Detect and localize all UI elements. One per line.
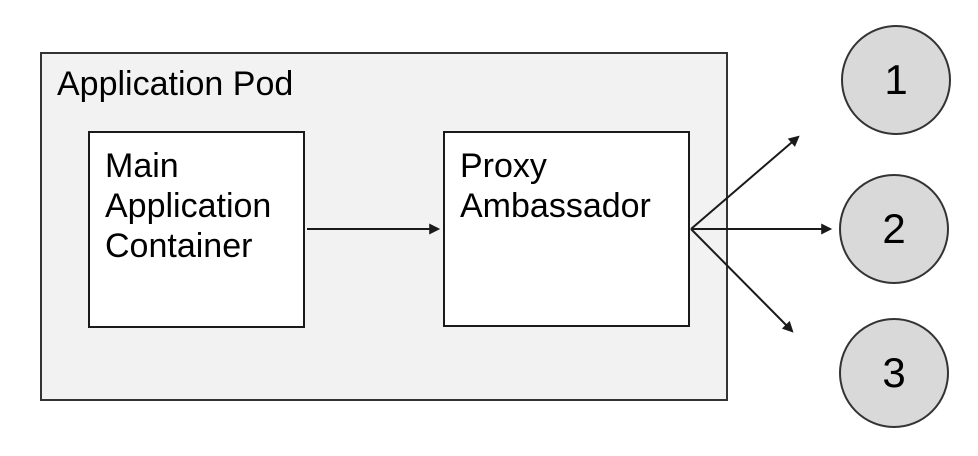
endpoint-circle-1: 1 xyxy=(841,25,951,135)
endpoint-3-label: 3 xyxy=(882,349,906,396)
endpoint-2-label: 2 xyxy=(882,205,906,252)
endpoint-1-label: 1 xyxy=(884,56,908,103)
proxy-ambassador-label: Proxy Ambassador xyxy=(460,147,651,225)
endpoint-circle-3: 3 xyxy=(839,318,949,428)
endpoint-circle-2: 2 xyxy=(839,174,949,284)
application-pod-title: Application Pod xyxy=(57,65,294,103)
main-application-container-label: Main Application Container xyxy=(105,147,272,265)
proxy-ambassador-node: Proxy Ambassador xyxy=(443,131,690,327)
main-application-container-node: Main Application Container xyxy=(88,131,305,328)
